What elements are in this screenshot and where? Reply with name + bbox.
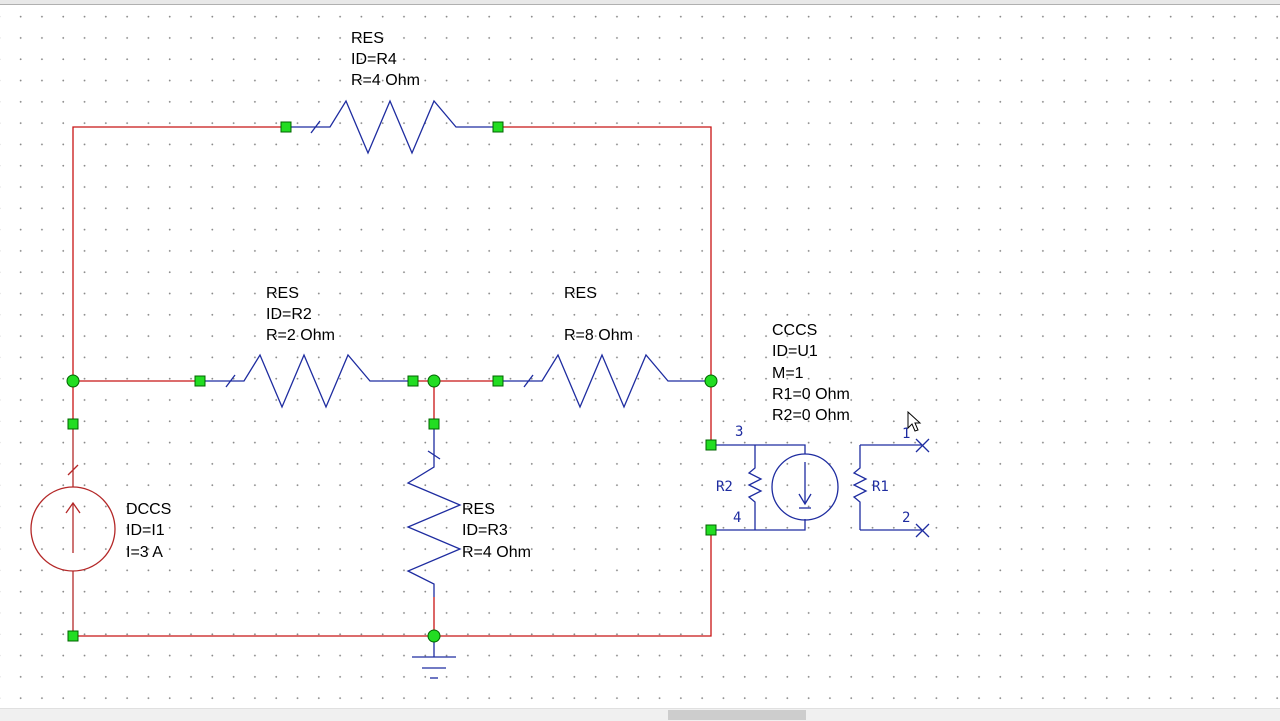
cccs-m-label: M=1: [772, 365, 804, 382]
dccs-type-label: DCCS: [126, 501, 171, 518]
label-cccs[interactable]: CCCS ID=U1 M=1 R1=0 Ohm R2=0 Ohm: [772, 322, 850, 424]
r4-id-label: ID=R4: [351, 51, 397, 68]
mouse-cursor-icon: [907, 410, 922, 432]
pin-2-label: 2: [902, 510, 910, 526]
junction-node[interactable]: [427, 374, 441, 388]
dc-current-source[interactable]: [30, 424, 116, 636]
dccs-value-label: I=3 A: [126, 544, 163, 561]
pin-3-label: 3: [735, 424, 743, 440]
pin-node[interactable]: [492, 375, 504, 387]
pin-node[interactable]: [705, 439, 717, 451]
wire-top-left[interactable]: [72, 126, 286, 381]
wires: [72, 126, 712, 637]
r3-type-label: RES: [462, 501, 495, 518]
pin-node[interactable]: [407, 375, 419, 387]
pin-4-label: 4: [733, 510, 741, 526]
resistor-r4[interactable]: [286, 99, 498, 155]
top-window-edge: [0, 0, 1280, 5]
r-middle-value-label: R=8 Ohm: [564, 327, 633, 344]
cccs-id-label: ID=U1: [772, 343, 818, 360]
r2-value-label: R=2 Ohm: [266, 327, 335, 344]
horizontal-scrollbar[interactable]: [0, 708, 1280, 721]
nodes: [66, 121, 718, 643]
r3-id-label: ID=R3: [462, 522, 508, 539]
label-r-middle[interactable]: RES R=8 Ohm: [564, 285, 633, 344]
resistor-8-ohm[interactable]: [498, 353, 711, 409]
internal-r1-label: R1: [872, 479, 889, 495]
cccs-r1-param: R1=0 Ohm: [772, 386, 850, 403]
label-r4[interactable]: RES ID=R4 R=4 Ohm: [351, 30, 420, 89]
r-middle-type-label: RES: [564, 285, 597, 302]
cccs-type-label: CCCS: [772, 322, 817, 339]
r2-id-label: ID=R2: [266, 306, 312, 323]
r4-value-label: R=4 Ohm: [351, 72, 420, 89]
ground-icon: [412, 636, 456, 679]
pin-node[interactable]: [194, 375, 206, 387]
label-dccs[interactable]: DCCS ID=I1 I=3 A: [126, 501, 171, 561]
scrollbar-thumb[interactable]: [668, 710, 806, 720]
cccs-block[interactable]: [711, 438, 930, 538]
junction-node[interactable]: [704, 374, 718, 388]
pin-node[interactable]: [705, 524, 717, 536]
resistor-r2[interactable]: [200, 353, 413, 409]
pin-node[interactable]: [67, 418, 79, 430]
r3-value-label: R=4 Ohm: [462, 544, 531, 561]
label-r3[interactable]: RES ID=R3 R=4 Ohm: [462, 501, 531, 561]
r2-type-label: RES: [266, 285, 299, 302]
label-r2[interactable]: RES ID=R2 R=2 Ohm: [266, 285, 335, 344]
r4-type-label: RES: [351, 30, 384, 47]
pin-node[interactable]: [428, 418, 440, 430]
resistor-r3[interactable]: [406, 424, 462, 597]
pin-node[interactable]: [67, 630, 79, 642]
pin-node[interactable]: [280, 121, 292, 133]
pin-node[interactable]: [492, 121, 504, 133]
junction-node[interactable]: [66, 374, 80, 388]
wire-top-right[interactable]: [498, 126, 712, 381]
cccs-r2-param: R2=0 Ohm: [772, 407, 850, 424]
wire-bottom[interactable]: [73, 530, 712, 637]
cccs-pin-labels: 3 4 R2 R1 1 2: [716, 424, 910, 526]
dccs-id-label: ID=I1: [126, 522, 165, 539]
internal-r2-label: R2: [716, 479, 733, 495]
pin-1-label: 1: [902, 426, 910, 442]
junction-node[interactable]: [427, 629, 441, 643]
